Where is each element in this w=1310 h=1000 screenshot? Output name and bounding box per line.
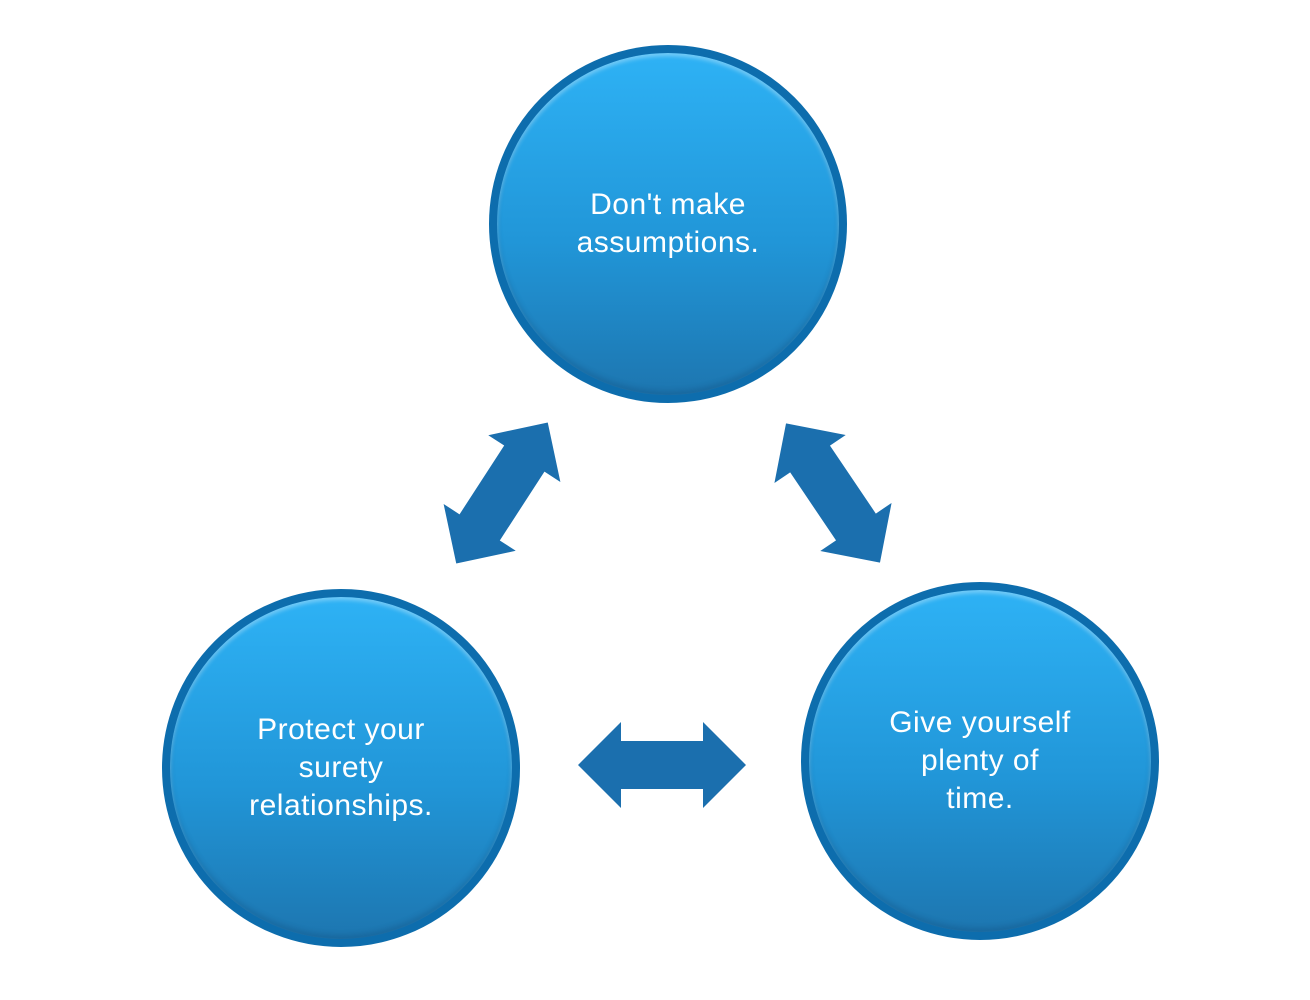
connector-top-bottom-right xyxy=(750,399,915,586)
node-label-line: Give yourself xyxy=(889,706,1071,739)
node-label: Protect your surety relationships. xyxy=(249,711,433,825)
node-label-line: time. xyxy=(946,782,1014,815)
node-protect-surety-relationships: Protect your surety relationships. xyxy=(162,589,520,947)
node-give-yourself-time: Give yourself plenty of time. xyxy=(801,582,1159,940)
node-dont-make-assumptions: Don't make assumptions. xyxy=(489,45,847,403)
node-label-line: assumptions. xyxy=(576,226,760,259)
node-label-line: plenty of xyxy=(921,744,1039,777)
node-label-line: relationships. xyxy=(249,789,433,822)
node-label: Don't make assumptions. xyxy=(577,186,760,262)
node-label: Give yourself plenty of time. xyxy=(889,704,1071,818)
connector-top-bottom-left xyxy=(420,399,584,587)
node-label-line: Protect your xyxy=(257,713,425,746)
node-label-line: surety xyxy=(298,751,384,784)
double-arrow-icon xyxy=(578,722,746,808)
connector-bottom-left-bottom-right xyxy=(578,722,746,808)
double-arrow-icon xyxy=(774,423,892,563)
double-arrow-icon xyxy=(443,422,561,564)
node-label-line: Don't make xyxy=(590,188,746,221)
